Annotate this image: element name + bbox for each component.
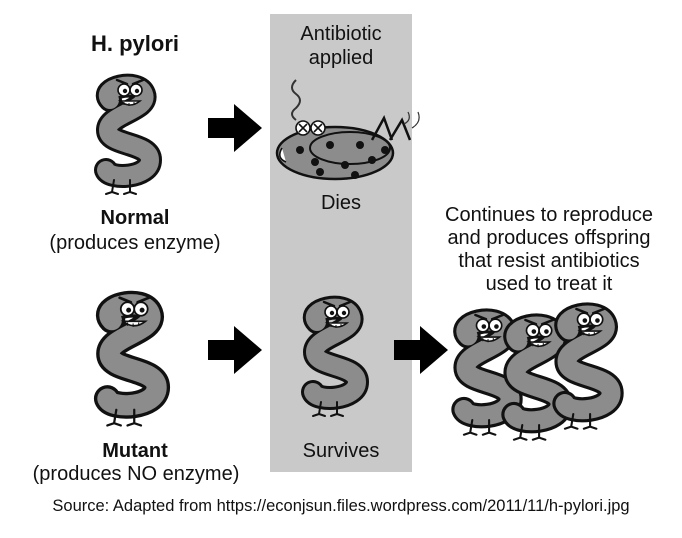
normal-label: Normal <box>100 207 170 229</box>
survives-label: Survives <box>302 440 380 462</box>
offspring-bacterium-2 <box>514 320 560 440</box>
mutant-bacterium <box>107 298 156 426</box>
dies-label: Dies <box>320 192 361 214</box>
offspring-line-2: and produces offspring <box>447 227 651 249</box>
offspring-text: Continues to reproduce and produces offs… <box>418 204 680 296</box>
offspring-line-1: Continues to reproduce <box>445 204 653 226</box>
antibiotic-label: Antibiotic applied <box>270 22 412 70</box>
arrow-normal-to-dies <box>208 104 262 152</box>
diagram-title: H. pylori <box>90 31 179 56</box>
dead-bacterium <box>275 79 420 181</box>
normal-sublabel: (produces enzyme) <box>49 232 221 254</box>
offspring-bacterium-3 <box>565 309 611 429</box>
arrow-survives-to-offspring <box>394 326 448 374</box>
antibiotic-line-1: Antibiotic <box>300 23 382 45</box>
arrow-mutant-to-survives <box>208 326 262 374</box>
mutant-label: Mutant <box>102 440 168 462</box>
normal-bacterium <box>106 80 150 194</box>
offspring-line-3: that resist antibiotics <box>458 250 640 272</box>
source-caption: Source: Adapted from https://econjsun.fi… <box>52 497 630 515</box>
offspring-line-4: used to treat it <box>485 273 613 295</box>
surviving-bacterium <box>313 302 357 416</box>
antibiotic-line-2: applied <box>308 47 374 69</box>
mutant-sublabel: (produces NO enzyme) <box>32 463 240 485</box>
